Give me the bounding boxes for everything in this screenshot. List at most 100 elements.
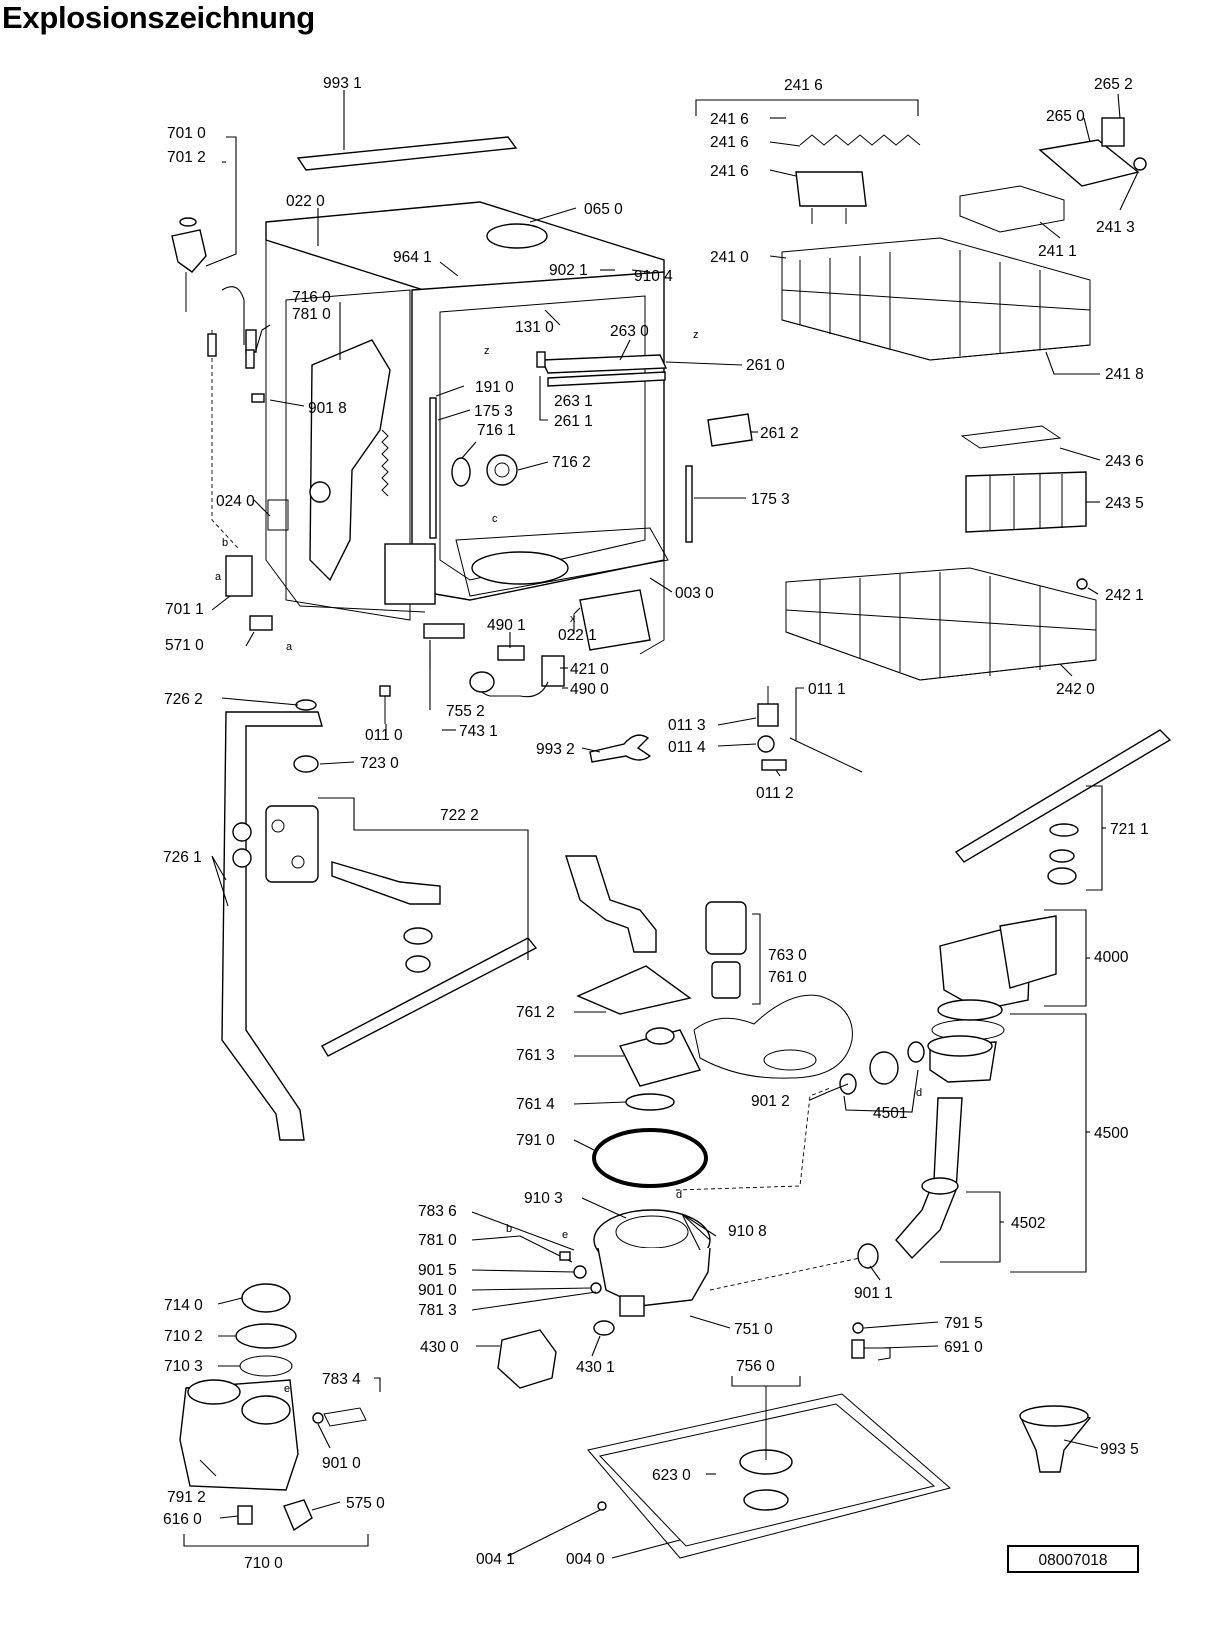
label-175-3-b: 175 3 <box>751 491 790 508</box>
label-755-2: 755 2 <box>446 703 485 720</box>
label-716-0: 716 0 <box>292 289 331 306</box>
label-716-2: 716 2 <box>552 454 591 471</box>
letter-a-2: a <box>286 641 293 653</box>
label-265-0: 265 0 <box>1046 108 1085 125</box>
letter-z-2: z <box>693 329 699 341</box>
label-065-0: 065 0 <box>584 201 623 218</box>
label-901-8: 901 8 <box>308 400 347 417</box>
spray-arms-drawing <box>221 699 1172 1141</box>
label-993-1: 993 1 <box>323 75 362 92</box>
sump-drawing <box>497 855 1057 1389</box>
label-910-8: 910 8 <box>728 1223 767 1240</box>
label-261-0: 261 0 <box>746 357 785 374</box>
label-901-1: 901 1 <box>854 1285 893 1302</box>
document-number: 08007018 <box>1039 1552 1108 1569</box>
label-242-1: 242 1 <box>1105 587 1144 604</box>
label-714-0: 714 0 <box>164 1297 203 1314</box>
label-011-1: 011 1 <box>808 681 846 698</box>
label-261-1: 261 1 <box>554 413 593 430</box>
label-003-0: 003 0 <box>675 585 714 602</box>
letter-z-1: z <box>484 345 490 357</box>
label-901-5: 901 5 <box>418 1262 457 1279</box>
label-722-2: 722 2 <box>440 807 479 824</box>
label-761-3: 761 3 <box>516 1047 555 1064</box>
label-701-1: 701 1 <box>165 601 204 618</box>
label-783-6: 783 6 <box>418 1203 457 1220</box>
label-4000: 4000 <box>1094 949 1129 966</box>
label-710-3: 710 3 <box>164 1358 203 1375</box>
label-022-0: 022 0 <box>286 193 325 210</box>
label-761-4: 761 4 <box>516 1096 555 1113</box>
label-575-0: 575 0 <box>346 1495 385 1512</box>
label-726-1: 726 1 <box>163 849 202 866</box>
label-902-1: 902 1 <box>549 262 588 279</box>
label-781-3: 781 3 <box>418 1302 457 1319</box>
letter-b-1: b <box>222 537 228 549</box>
label-723-0: 723 0 <box>360 755 399 772</box>
label-241-6-b: 241 6 <box>710 111 749 128</box>
label-263-0: 263 0 <box>610 323 649 340</box>
label-004-1: 004 1 <box>476 1551 515 1568</box>
label-910-4: 910 4 <box>634 268 673 285</box>
label-791-2: 791 2 <box>167 1489 206 1506</box>
label-243-6: 243 6 <box>1105 453 1144 470</box>
part-labels: 993 1 701 0 701 2 022 0 065 0 964 1 902 … <box>163 75 1149 1572</box>
label-4502: 4502 <box>1011 1215 1045 1232</box>
label-011-2: 011 2 <box>756 785 794 802</box>
letter-e-2: e <box>284 1383 290 1395</box>
label-993-2: 993 2 <box>536 741 575 758</box>
label-242-0: 242 0 <box>1056 681 1095 698</box>
label-490-1: 490 1 <box>487 617 526 634</box>
label-756-0: 756 0 <box>736 1358 775 1375</box>
label-910-3: 910 3 <box>524 1190 563 1207</box>
label-430-1: 430 1 <box>576 1359 615 1376</box>
label-901-0-b: 901 0 <box>322 1455 361 1472</box>
label-011-0: 011 0 <box>365 727 403 744</box>
door-electrical-drawing <box>379 623 863 773</box>
label-022-1: 022 1 <box>558 627 597 644</box>
document-number-box: 08007018 <box>1007 1545 1139 1573</box>
label-241-1: 241 1 <box>1038 243 1077 260</box>
label-191-0: 191 0 <box>475 379 514 396</box>
label-241-3: 241 3 <box>1096 219 1135 236</box>
label-691-0: 691 0 <box>944 1339 983 1356</box>
label-430-0: 430 0 <box>420 1339 459 1356</box>
leader-lines <box>183 90 1139 1559</box>
label-241-0: 241 0 <box>710 249 749 266</box>
label-993-5: 993 5 <box>1100 1441 1139 1458</box>
label-763-0: 763 0 <box>768 947 807 964</box>
page-title: Explosionszeichnung <box>2 0 315 35</box>
label-716-1: 716 1 <box>477 422 516 439</box>
label-781-0-b: 781 0 <box>418 1232 457 1249</box>
label-241-8: 241 8 <box>1105 366 1144 383</box>
alignment-letters: z z c b a a x d d b e e <box>215 329 922 1395</box>
letter-d-2: d <box>916 1087 922 1099</box>
label-4500: 4500 <box>1094 1125 1129 1142</box>
label-241-6-top: 241 6 <box>784 77 823 94</box>
label-263-1: 263 1 <box>554 393 593 410</box>
label-175-3-a: 175 3 <box>474 403 513 420</box>
label-701-0: 701 0 <box>167 125 206 142</box>
label-623-0: 623 0 <box>652 1467 691 1484</box>
label-901-0-a: 901 0 <box>418 1282 457 1299</box>
label-241-6-d: 241 6 <box>710 163 749 180</box>
letter-a-1: a <box>215 571 222 583</box>
label-131-0: 131 0 <box>515 319 554 336</box>
letter-e-1: e <box>562 1229 568 1241</box>
label-783-4: 783 4 <box>322 1371 361 1388</box>
label-964-1: 964 1 <box>393 249 432 266</box>
label-710-0: 710 0 <box>244 1555 283 1572</box>
base-pan-drawing <box>587 1386 1092 1559</box>
label-011-4: 011 4 <box>668 739 706 756</box>
label-241-6-c: 241 6 <box>710 134 749 151</box>
label-261-2: 261 2 <box>760 425 799 442</box>
label-726-2: 726 2 <box>164 691 203 708</box>
label-761-0: 761 0 <box>768 969 807 986</box>
label-791-5: 791 5 <box>944 1315 983 1332</box>
letter-d-1: d <box>676 1189 682 1201</box>
label-710-2: 710 2 <box>164 1328 203 1345</box>
left-parts-drawing <box>171 217 289 631</box>
softener-drawing <box>179 1283 367 1532</box>
label-421-0: 421 0 <box>570 661 609 678</box>
